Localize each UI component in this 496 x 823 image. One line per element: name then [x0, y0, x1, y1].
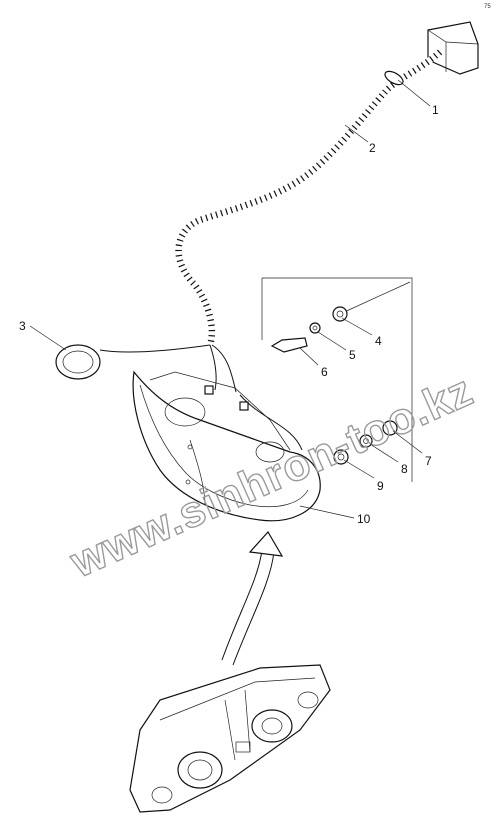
headlamp-assembly — [132, 370, 321, 522]
callout-3: 3 — [19, 319, 26, 333]
callout-7: 7 — [425, 454, 432, 468]
installation-arrow — [221, 530, 284, 666]
vehicle-headlamp-view — [129, 664, 331, 813]
callout-8: 8 — [401, 462, 408, 476]
callout-2: 2 — [369, 141, 376, 155]
callout-5: 5 — [349, 348, 356, 362]
grommet — [55, 344, 101, 380]
callout-1: 1 — [432, 103, 439, 117]
detail-box — [261, 277, 413, 482]
wiring-harness — [99, 49, 443, 451]
leader-lines — [29, 79, 431, 519]
wiring-connector — [427, 21, 479, 75]
corner-mark: 75 — [484, 4, 491, 10]
callout-10: 10 — [357, 512, 371, 526]
callout-4: 4 — [375, 334, 382, 348]
callout-9: 9 — [377, 479, 384, 493]
callout-6: 6 — [321, 365, 328, 379]
callout-labels: 1 2 3 4 5 6 7 8 9 10 — [19, 103, 439, 526]
